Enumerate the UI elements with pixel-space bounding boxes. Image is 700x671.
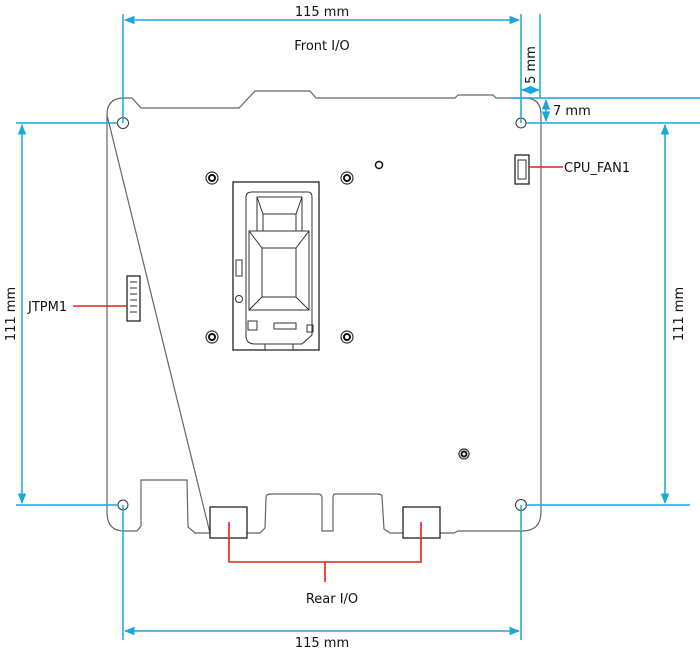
socket-screws — [205, 160, 470, 460]
rear-io-label: Rear I/O — [306, 592, 358, 607]
cpu-socket — [232, 181, 320, 351]
right-height-label: 111 mm — [672, 287, 687, 341]
front-io-label: Front I/O — [294, 39, 349, 54]
bottom-width-label: 115 mm — [295, 636, 349, 651]
offset-x-label: 5 mm — [524, 46, 539, 84]
offset-y-label: 7 mm — [553, 104, 591, 119]
dimension-lines — [16, 14, 700, 640]
board-outline — [106, 90, 542, 534]
rear-io-callout-line — [228, 522, 422, 582]
jtpm-label: JTPM1 — [27, 300, 67, 315]
jtpm-connector — [126, 275, 141, 322]
left-height-label: 111 mm — [4, 287, 19, 341]
top-width-label: 115 mm — [295, 5, 349, 20]
cpu-fan-connector — [514, 154, 530, 185]
cpu-fan-label: CPU_FAN1 — [564, 161, 630, 176]
